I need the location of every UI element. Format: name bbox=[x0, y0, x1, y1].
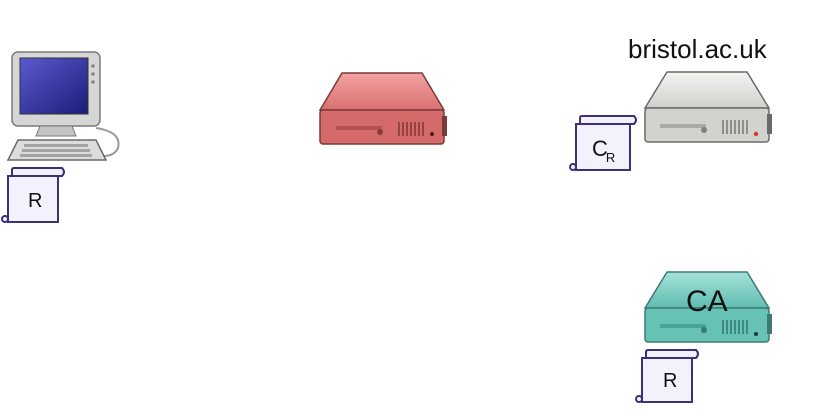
ca-server-icon bbox=[643, 271, 772, 343]
domain-scroll-icon bbox=[569, 115, 637, 171]
client-doc-text: R bbox=[28, 190, 43, 212]
client-scroll-icon bbox=[1, 167, 65, 223]
ca-doc-text: R bbox=[663, 370, 678, 392]
domain-doc-main: C bbox=[592, 136, 608, 161]
computer-icon bbox=[6, 51, 120, 161]
ca-label: CA bbox=[686, 285, 728, 318]
domain-doc-text: CR bbox=[592, 136, 616, 165]
domain-label: bristol.ac.uk bbox=[628, 34, 767, 64]
domain-doc-subscript: R bbox=[605, 150, 616, 165]
ca-scroll-icon bbox=[635, 349, 699, 403]
middle-server-icon bbox=[318, 72, 447, 145]
domain-server-icon bbox=[643, 71, 772, 143]
